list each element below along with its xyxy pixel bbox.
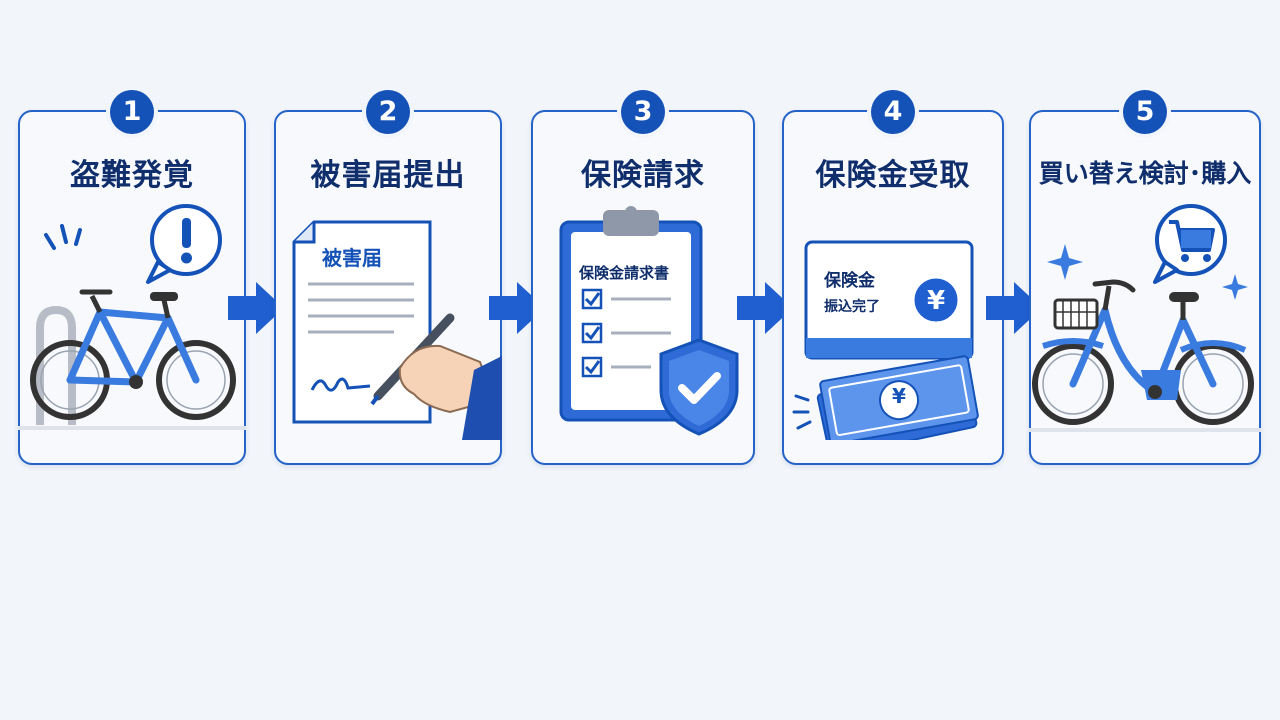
step-number-badge: 5 — [1123, 90, 1167, 134]
step-1: 1 盗難発覚 — [18, 90, 246, 465]
arrow-right-icon — [737, 282, 793, 334]
sparkle-icon — [1047, 244, 1248, 300]
shield-check-icon — [659, 338, 739, 436]
step-3: 3 保険請求 保険金請求書 — [531, 90, 755, 465]
step-number-badge: 3 — [621, 90, 665, 134]
stolen-bike-illustration — [18, 204, 246, 430]
step-4: 4 保険金受取 保険金 振込完了 ¥ ¥ — [782, 90, 1004, 465]
step-title: 買い替え検討･購入 — [1038, 159, 1252, 188]
alert-lines-icon — [44, 224, 82, 250]
step-title: 保険請求 — [581, 158, 705, 193]
new-bike-illustration — [1029, 204, 1261, 432]
motion-lines-icon — [792, 394, 812, 430]
step-number-badge: 1 — [110, 90, 154, 134]
notice-line-1: 保険金 — [824, 271, 875, 291]
bike-rack — [36, 305, 76, 425]
banknotes-icon — [816, 355, 979, 440]
transfer-notice-card — [804, 240, 974, 360]
yen-symbol-notice: ¥ — [926, 286, 946, 316]
step-number-badge: 4 — [871, 90, 915, 134]
step-card — [1029, 110, 1261, 465]
yen-symbol-banknote: ¥ — [892, 384, 906, 408]
exclamation-bubble-icon — [146, 204, 222, 284]
police-report-illustration — [292, 220, 502, 440]
step-title: 盗難発覚 — [70, 158, 194, 193]
city-bike-icon — [1032, 279, 1254, 425]
payout-illustration — [792, 240, 979, 440]
hand-pen-icon — [370, 313, 502, 440]
step-2: 2 被害届提出 被害届 — [274, 90, 502, 465]
shopping-cart-bubble-icon — [1153, 204, 1227, 284]
step-5: 5 買い替え検討･購入 — [1029, 90, 1261, 465]
step-title: 保険金受取 — [815, 158, 971, 193]
notice-line-2: 振込完了 — [824, 299, 880, 315]
arrow-right-icon — [228, 282, 284, 334]
document-title: 被害届 — [322, 246, 382, 270]
claim-form-illustration — [559, 206, 739, 436]
form-title: 保険金請求書 — [579, 264, 670, 282]
bike-icon — [30, 289, 236, 420]
checklist-icon — [581, 288, 671, 378]
step-title: 被害届提出 — [310, 158, 466, 193]
step-number-badge: 2 — [366, 90, 410, 134]
arrow-right-icon — [986, 282, 1042, 334]
